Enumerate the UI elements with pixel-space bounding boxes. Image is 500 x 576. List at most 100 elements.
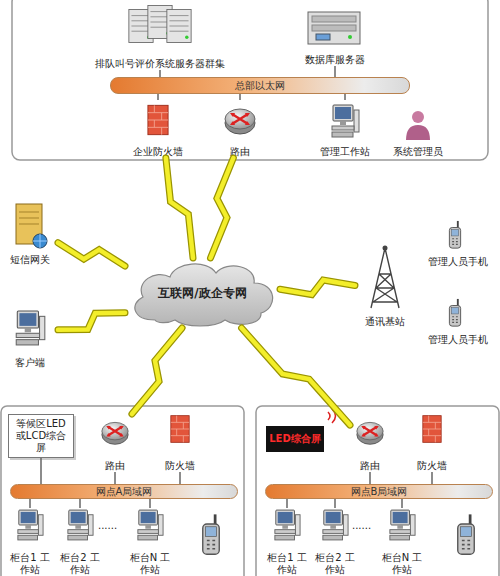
bolt-outline (58, 313, 125, 330)
wire-line (344, 94, 346, 100)
led-screen: LED综合屏 (266, 426, 324, 452)
wire-line (40, 458, 42, 484)
device-node: 短信网关 (2, 200, 58, 266)
screen-box: 等候区LED 或LCD综合 屏 (8, 414, 74, 458)
cloud-outline (135, 264, 273, 326)
node-label: 数据库服务器 (305, 54, 365, 66)
network-wire (180, 472, 181, 484)
server-icon (167, 10, 191, 43)
wire-line (79, 499, 81, 508)
ellipsis-label: ...... (98, 520, 117, 532)
wire-line (114, 472, 116, 484)
firewall-icon (171, 416, 189, 443)
network-wire (115, 472, 116, 484)
bolt-fill (58, 313, 125, 330)
node-label: 路由 (105, 460, 125, 472)
node-label: 企业防火墙 (133, 146, 183, 158)
network-wire (345, 94, 346, 100)
network-wire (80, 499, 81, 508)
node-label: 网点B局域网 (351, 486, 408, 498)
tower-icon (371, 246, 399, 309)
node-label: LED综合屏 (269, 433, 321, 445)
wifi-symbol (328, 409, 336, 423)
device-node: 管理工作站 (315, 100, 375, 158)
gateway-icon (16, 204, 47, 248)
node-label: 柜台1 工作站 (265, 552, 309, 576)
node-label: 柜台1 工作站 (8, 552, 52, 576)
ellipsis-label: ...... (352, 520, 371, 532)
bolt-fill (280, 280, 355, 295)
database-server-icon (308, 12, 360, 44)
device-node: 柜台2 工作站 (313, 508, 357, 576)
network-wire (240, 94, 241, 100)
wireless-link (211, 158, 234, 258)
network-wire (402, 499, 403, 508)
node-label: 防火墙 (417, 460, 447, 472)
device-node: 路由 (215, 100, 265, 158)
node-label: 互联网/政企专网 (158, 287, 246, 299)
node-label: 柜台N 工作站 (380, 552, 424, 576)
workstation-icon (68, 510, 93, 540)
device-node: 柜台2 工作站 (58, 508, 102, 576)
wire-line (157, 94, 159, 100)
device-node: 管理人员手机 (420, 296, 496, 346)
bolt-fill (132, 328, 182, 414)
network-wire (287, 499, 288, 508)
node-label: 柜台2 工作站 (58, 552, 102, 576)
wire-line (334, 66, 336, 77)
wireless-link (280, 280, 355, 295)
wireless-link (58, 313, 125, 330)
node-label: 路由 (230, 146, 250, 158)
wireless-link (58, 243, 125, 266)
network-wire (432, 472, 433, 484)
device-node: 防火墙 (412, 412, 452, 472)
wireless-link (242, 328, 350, 425)
node-label: 路由 (360, 460, 380, 472)
device-node: 排队叫号评价系统服务器群集 (60, 2, 260, 70)
node-label: 管理人员手机 (428, 334, 488, 346)
phone-icon (449, 221, 460, 248)
node-label: 排队叫号评价系统服务器群集 (95, 58, 225, 70)
node-label: 等候区LED 或LCD综合 屏 (12, 418, 70, 454)
node-label: 防火墙 (165, 460, 195, 472)
bolt-outline (280, 280, 355, 295)
bolt-fill (166, 158, 193, 258)
network-cloud: 互联网/政企专网 (125, 258, 280, 328)
device-node: 客户端 (2, 305, 58, 369)
wire-line (179, 472, 181, 484)
network-wire (370, 472, 371, 484)
workstation-icon (275, 510, 300, 540)
wire-line (431, 472, 433, 484)
phone-icon (449, 299, 460, 326)
workstation-icon (323, 510, 348, 540)
wire-line (159, 70, 161, 77)
node-label: 管理工作站 (320, 146, 370, 158)
network-wire (335, 66, 336, 77)
router-icon (225, 109, 255, 134)
node-label: 柜台N 工作站 (128, 552, 172, 576)
workstation-icon (390, 510, 415, 540)
wire-line (401, 499, 403, 508)
device-node: 通讯基站 (355, 240, 415, 328)
caller-device-icon (203, 514, 220, 554)
workstation-icon (138, 510, 163, 540)
hq-frame (12, 0, 488, 160)
device-node: 路由 (350, 414, 390, 472)
bolt-outline (211, 158, 234, 258)
node-label: 总部以太网 (235, 80, 285, 92)
device-node: 柜台N 工作站 (380, 508, 424, 576)
network-wire (41, 458, 42, 484)
bolt-fill (211, 158, 234, 258)
wireless-link (132, 328, 182, 414)
bolt-outline (132, 328, 182, 414)
network-wire (150, 499, 151, 508)
bolt-fill (242, 328, 350, 425)
workstation-icon (18, 510, 43, 540)
wire-line (286, 499, 288, 508)
node-label: 网点A局域网 (96, 486, 153, 498)
firewall-icon (148, 105, 168, 134)
person-icon (406, 111, 430, 140)
device-node: 柜台1 工作站 (8, 508, 52, 576)
caller-device-icon (458, 514, 475, 554)
